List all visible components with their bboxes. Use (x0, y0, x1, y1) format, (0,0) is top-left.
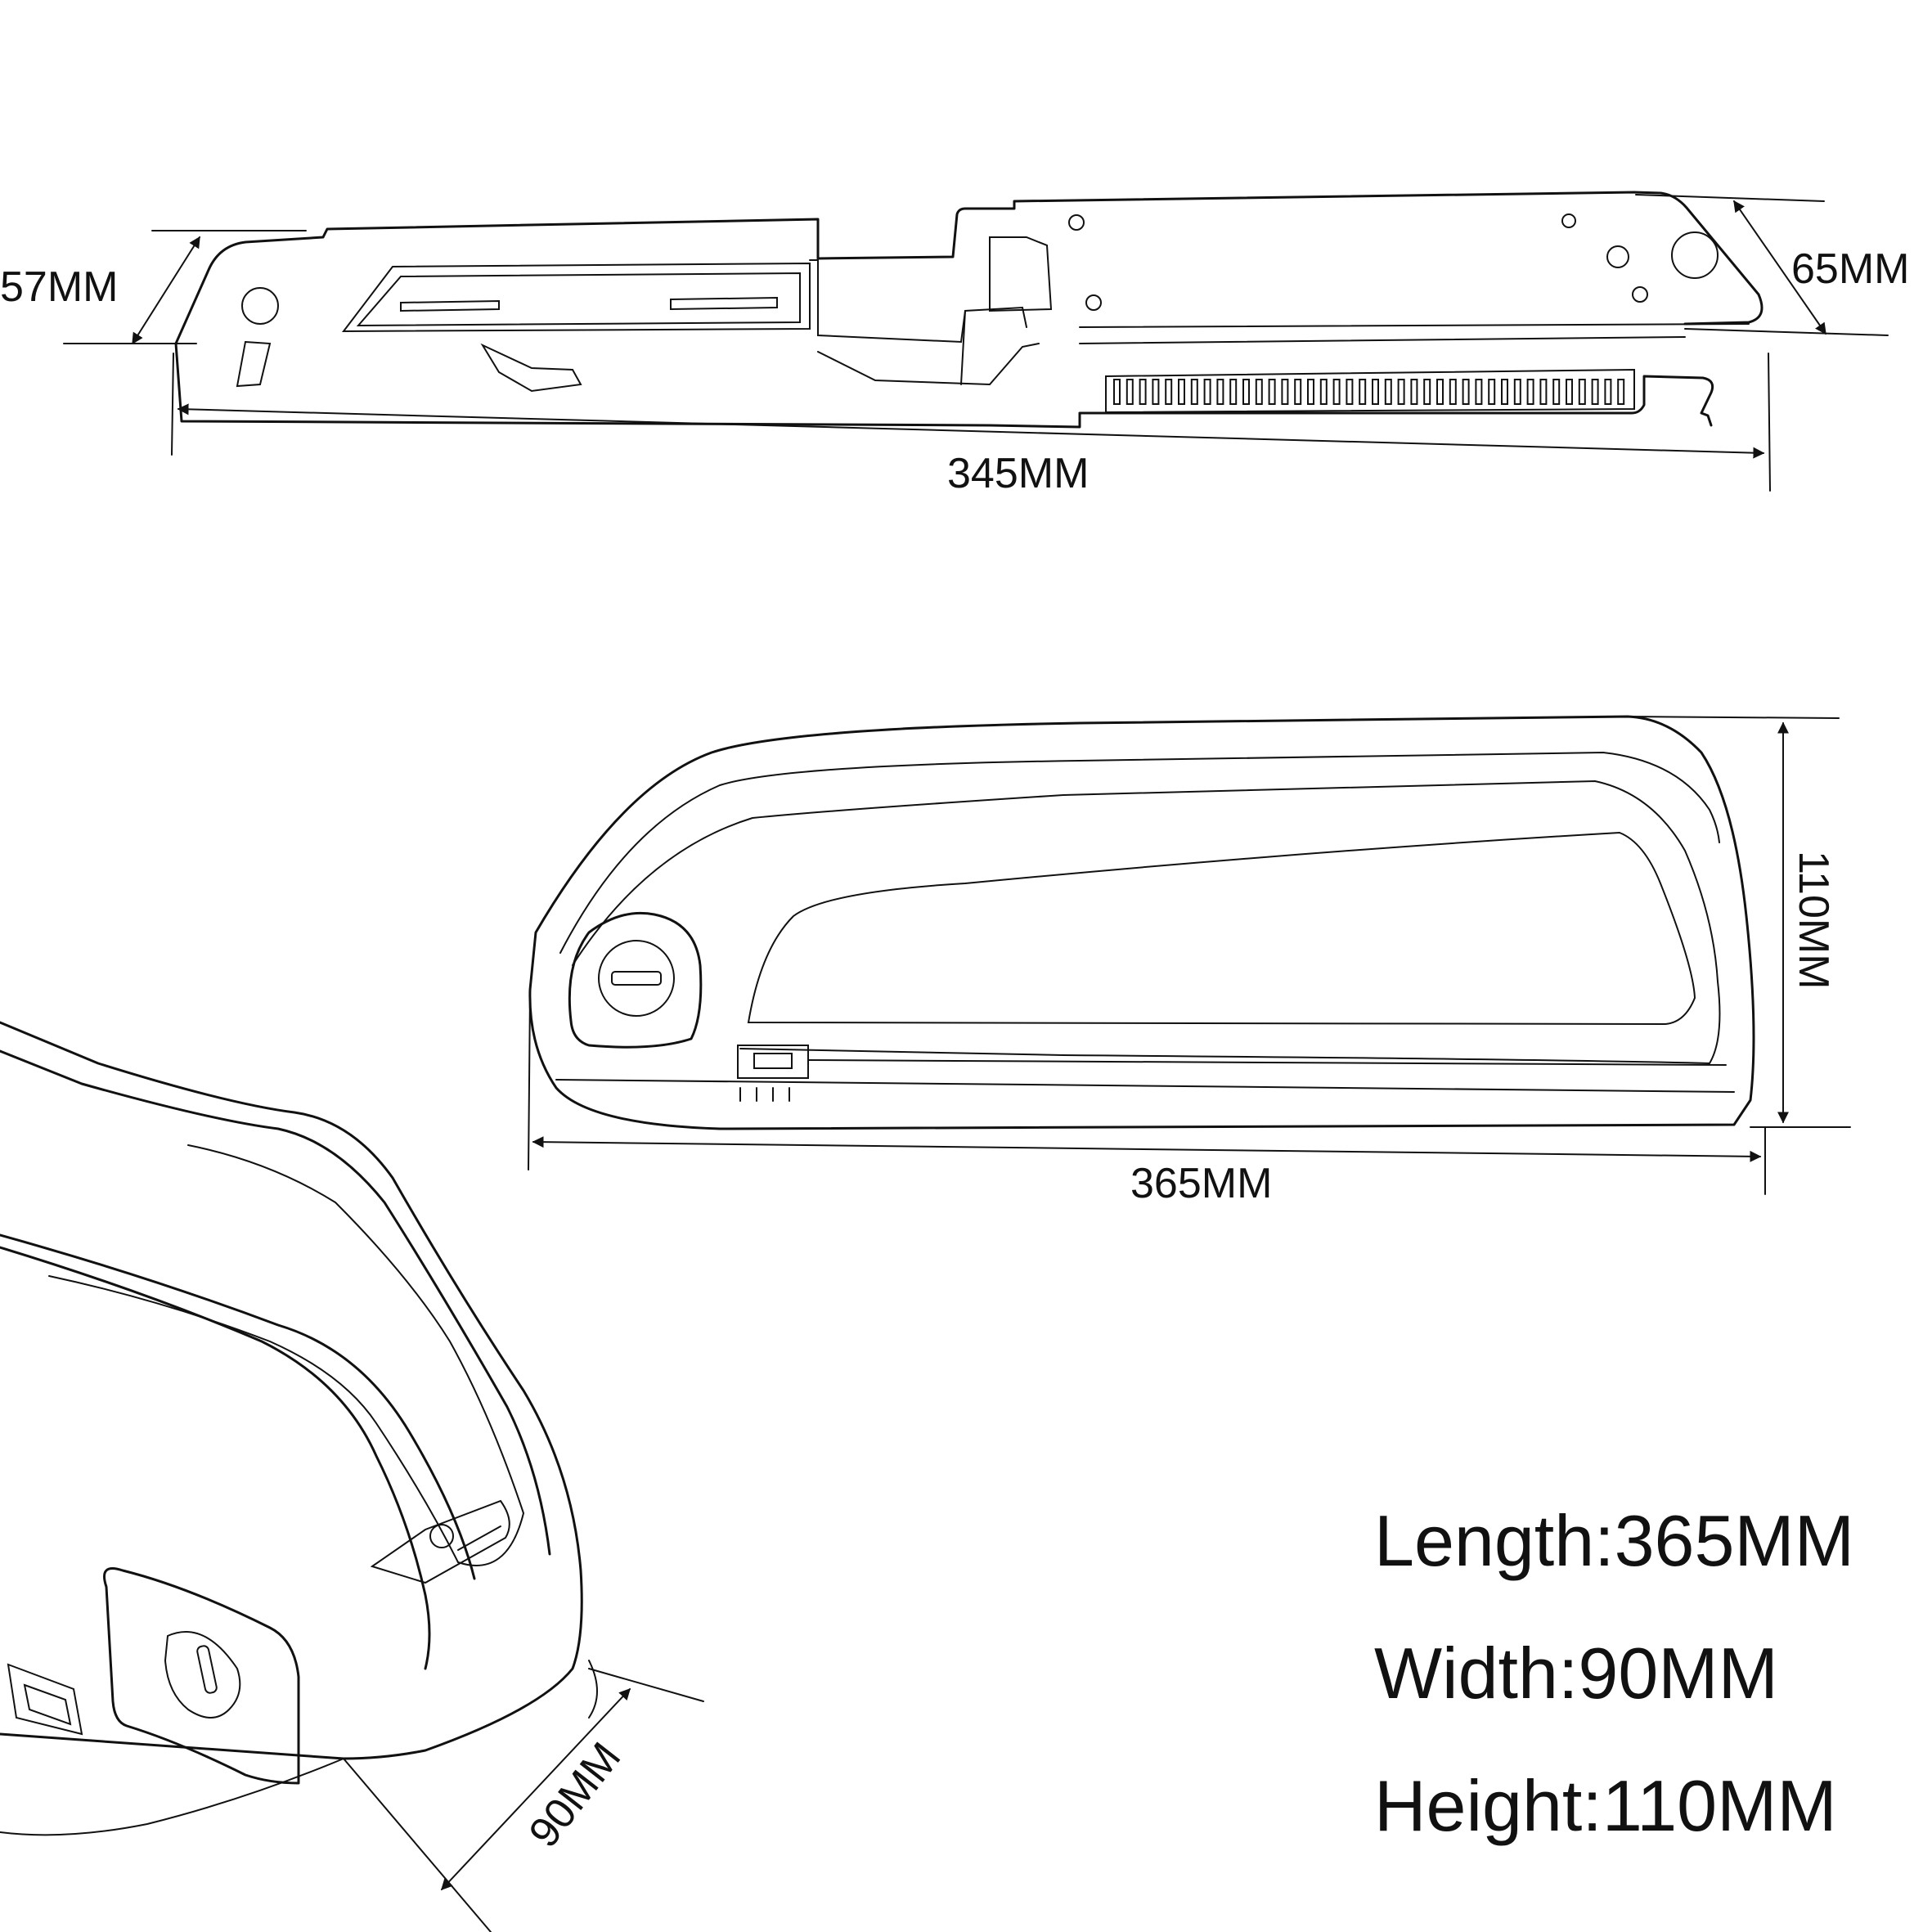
top-view-dimensions: 57MM 65MM 345MM (0, 194, 1909, 497)
vent-slot (1462, 379, 1470, 405)
vent-slot (1307, 379, 1314, 405)
vent-slot (1268, 379, 1276, 405)
vent-slot (1423, 379, 1431, 405)
side-view-battery (528, 715, 1755, 1130)
spec-height: Height:110MM (1374, 1765, 1837, 1846)
vent-slot (1190, 379, 1198, 405)
vent-slot (1229, 379, 1238, 405)
vent-slot (1410, 379, 1418, 405)
vent-slot (1436, 379, 1444, 405)
spec-width: Width:90MM (1374, 1633, 1778, 1714)
vent-slot (1552, 379, 1561, 405)
vent-slot (1591, 379, 1599, 405)
vent-slot (1165, 379, 1173, 405)
perspective-width-label: 90MM (520, 1734, 631, 1857)
vent-slot (1319, 379, 1328, 405)
vent-slot (1294, 379, 1302, 405)
side-view-length-label: 365MM (1130, 1160, 1272, 1207)
vent-slot (1449, 379, 1457, 405)
top-view-height-label: 57MM (0, 263, 118, 311)
vent-slot (1566, 379, 1573, 405)
vent-slot (1501, 379, 1508, 405)
top-view-length-label: 345MM (947, 450, 1089, 497)
vent-slot (1513, 379, 1521, 405)
vent-slot (1255, 379, 1263, 405)
vent-slot (1475, 379, 1483, 405)
vent-slot (1216, 379, 1224, 405)
vent-slot (1113, 379, 1121, 405)
vent-slot (1178, 379, 1185, 405)
spec-length: Length:365MM (1374, 1500, 1855, 1581)
vent-slot (1604, 379, 1612, 405)
vent-slot (1346, 379, 1354, 405)
vent-slot (1152, 379, 1160, 405)
vent-slot (1397, 379, 1405, 405)
vent-slot (1578, 379, 1586, 405)
vent-slot (1242, 379, 1250, 405)
vent-slot (1332, 379, 1341, 405)
top-view-depth-label: 65MM (1791, 245, 1909, 293)
side-view-dimensions: 110MM 365MM (528, 716, 1851, 1207)
vent-slot (1384, 379, 1392, 405)
vent-slot (1539, 379, 1548, 405)
spec-list: Length:365MM Width:90MM Height:110MM (1374, 1505, 1854, 1903)
vent-slot (1126, 379, 1134, 405)
vent-slot (1526, 379, 1534, 405)
perspective-view-battery (0, 1021, 598, 1836)
vent-slot (1359, 379, 1367, 405)
vent-slot (1203, 379, 1211, 405)
vent-slot (1488, 379, 1496, 405)
vent-slot (1617, 379, 1625, 405)
top-view-base-plate (174, 191, 1764, 429)
side-view-height-label: 110MM (1790, 851, 1837, 990)
vent-slot (1139, 379, 1147, 405)
vent-slot (1372, 379, 1379, 405)
vent-slot (1281, 379, 1289, 405)
vent-grille (1113, 379, 1625, 405)
